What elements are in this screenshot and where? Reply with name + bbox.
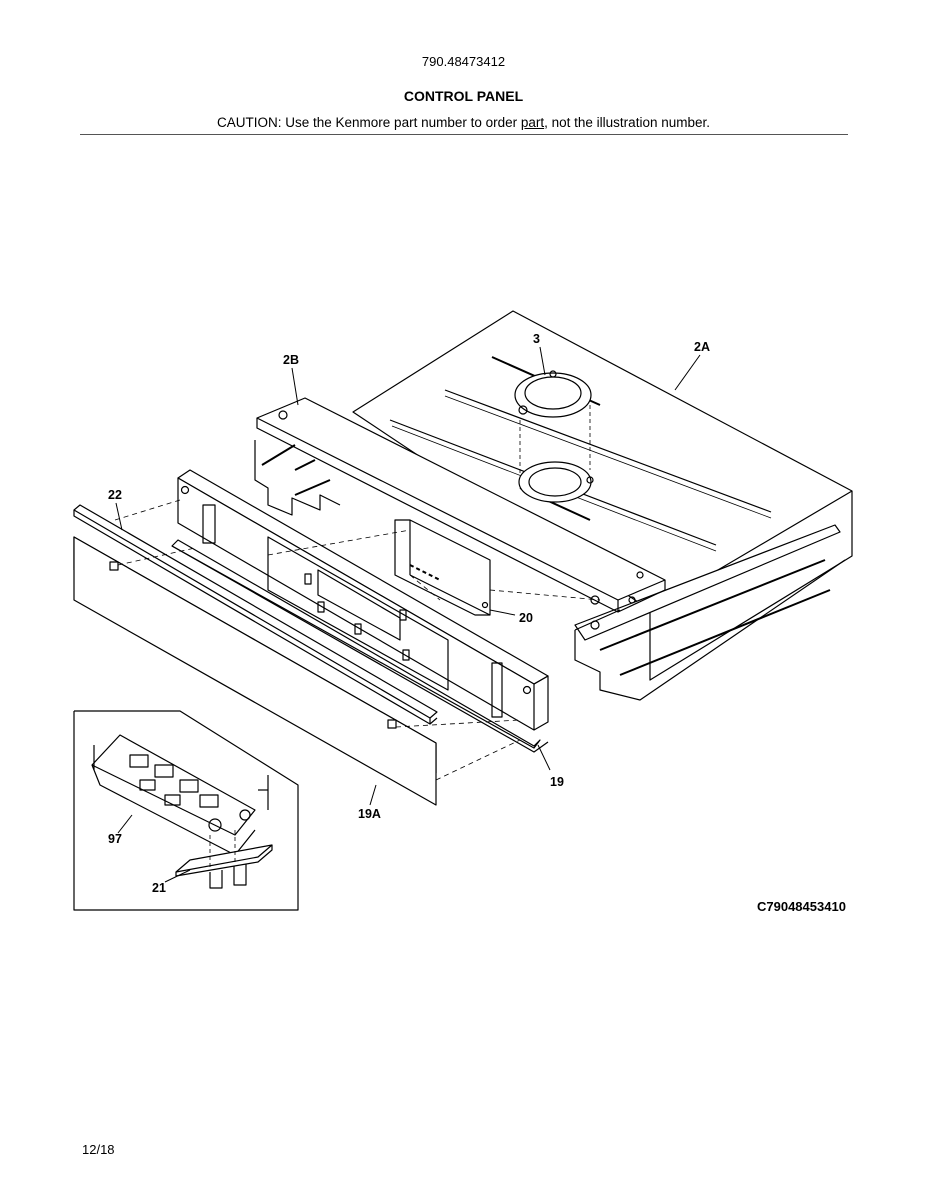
inset-box <box>73 710 299 911</box>
caution-text: CAUTION: Use the Kenmore part number to … <box>0 115 927 130</box>
overlay-19a <box>73 536 437 806</box>
control-board-20 <box>394 519 491 616</box>
callout-97: 97 <box>108 832 122 846</box>
callout-2b: 2B <box>283 353 299 367</box>
page-date: 12/18 <box>82 1142 115 1157</box>
callout-22: 22 <box>108 488 122 502</box>
vent-part-3 <box>514 370 594 503</box>
control-panel-19 <box>171 469 549 753</box>
trim-strip-22 <box>73 504 438 725</box>
header-divider <box>80 134 848 135</box>
page-title: CONTROL PANEL <box>403 88 524 104</box>
callout-19a: 19A <box>358 807 381 821</box>
caution-part-link[interactable]: part <box>520 115 545 130</box>
callout-20: 20 <box>519 611 533 625</box>
diagram-code: C79048453410 <box>757 899 846 914</box>
caution-prefix: CAUTION: Use the Kenmore part number to … <box>217 115 521 130</box>
callout-21: 21 <box>152 881 166 895</box>
model-number: 790.48473412 <box>421 54 506 69</box>
callout-2a: 2A <box>694 340 710 354</box>
callout-3: 3 <box>533 332 540 346</box>
caution-suffix: , not the illustration number. <box>544 115 710 130</box>
top-cover-2a <box>352 310 853 701</box>
callout-19: 19 <box>550 775 564 789</box>
bracket-2b <box>254 397 666 613</box>
